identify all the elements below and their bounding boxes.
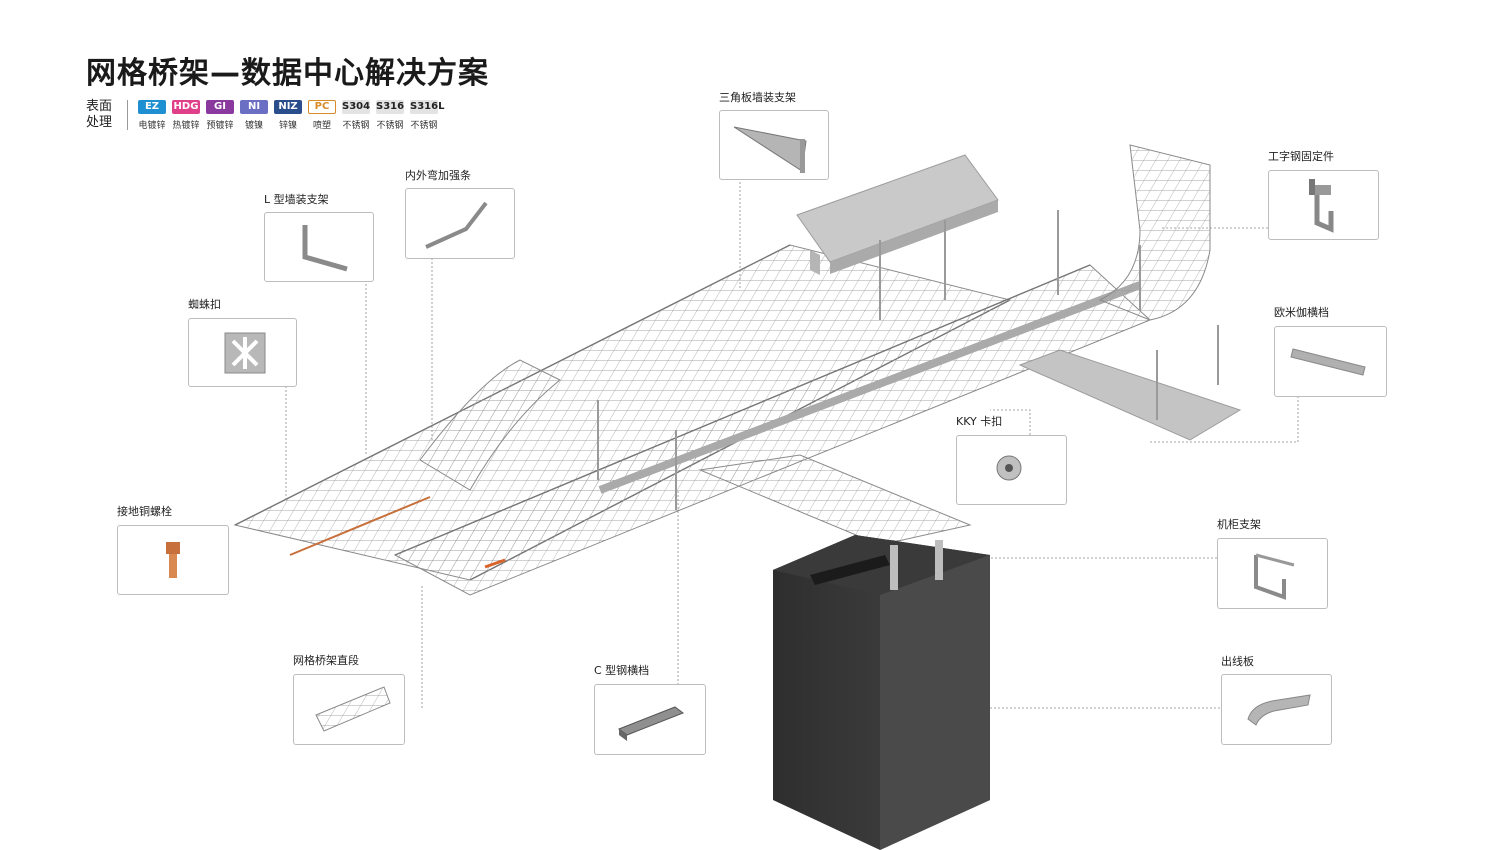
finish-name: 锌镍 (278, 121, 297, 131)
finish-item-s316l: S316L 不锈钢 (407, 100, 445, 131)
finish-item-gi: GI 预镀锌 (203, 100, 237, 131)
callout-label-omega-crossbar: 欧米伽横档 (1274, 306, 1329, 319)
callout-box-c-channel (594, 684, 706, 755)
callout-label-straight-section: 网格桥架直段 (293, 654, 359, 667)
ground-strip (289, 496, 431, 556)
finish-badge: S316 (376, 100, 405, 114)
callout-label-kky-clip: KKY 卡扣 (956, 415, 1003, 428)
surface-treatment-label-line1: 表面 (86, 99, 113, 114)
l-wall-bracket-icon (302, 225, 348, 272)
callout-box-straight-section (293, 674, 405, 745)
dropout-plate-icon (1247, 694, 1311, 726)
finish-badge: S304 (342, 100, 371, 114)
callout-label-triangle-wall-bracket: 三角板墙装支架 (719, 91, 796, 104)
threaded-rods (597, 210, 1219, 510)
finish-name: 镀镍 (244, 121, 263, 131)
finish-badge: S316L (410, 100, 445, 114)
inner-outer-bend-rib-icon (425, 201, 488, 249)
callout-box-omega-crossbar (1274, 326, 1387, 397)
callout-label-inner-outer-bend-rib: 内外弯加强条 (405, 169, 471, 182)
finish-badge: GI (206, 100, 234, 114)
finish-item-ni: NI 镀镍 (237, 100, 271, 131)
finish-name: 喷塑 (312, 121, 331, 131)
callout-box-i-beam-clamp (1268, 170, 1379, 240)
finish-name: 不锈钢 (376, 121, 404, 131)
vertical-bend (1098, 144, 1211, 321)
i-beam (796, 154, 999, 275)
spider-clip-icon (224, 332, 266, 374)
ground-bolt-icon (166, 542, 180, 578)
straight-section-icon (315, 686, 391, 732)
callout-label-spider-clip: 蜘蛛扣 (188, 298, 221, 311)
callout-box-cabinet-bracket (1217, 538, 1328, 609)
callout-box-inner-outer-bend-rib (405, 188, 515, 259)
finish-name: 不锈钢 (342, 121, 370, 131)
callout-label-i-beam-clamp: 工字钢固定件 (1268, 150, 1334, 163)
i-beam-clamp-icon (1309, 179, 1334, 233)
callout-box-triangle-wall-bracket (719, 110, 829, 180)
finish-item-pc: PC 喷塑 (305, 100, 339, 131)
finish-name: 预镀锌 (206, 121, 234, 131)
finish-name: 热镀锌 (172, 121, 200, 131)
finish-badge: HDG (172, 100, 200, 114)
finish-item-s316: S316 不锈钢 (373, 100, 407, 131)
surface-treatment-label-line2: 处理 (86, 115, 113, 130)
finish-badge: EZ (138, 100, 166, 114)
callout-label-l-wall-bracket: L 型墙装支架 (264, 193, 329, 206)
surface-treatment-label: 表面 处理 (86, 99, 120, 131)
finish-name: 电镀锌 (138, 121, 166, 131)
finish-item-hdg: HDG 热镀锌 (169, 100, 203, 131)
callout-label-cabinet-bracket: 机柜支架 (1217, 518, 1261, 531)
finish-badge: NI (240, 100, 268, 114)
solid-tray-plate (1018, 349, 1242, 441)
server-cabinet (773, 535, 990, 850)
page-title: 网格桥架—数据中心解决方案 (86, 56, 489, 91)
finish-name: 不锈钢 (410, 121, 438, 131)
callout-box-kky-clip (956, 435, 1067, 505)
callout-box-spider-clip (188, 318, 297, 387)
surface-treatment-divider (127, 100, 128, 130)
finish-badge: PC (308, 100, 336, 114)
callout-label-c-channel: C 型钢横档 (594, 664, 650, 677)
finish-item-s304: S304 不锈钢 (339, 100, 373, 131)
callout-box-l-wall-bracket (264, 212, 374, 282)
finish-item-ez: EZ 电镀锌 (135, 100, 169, 131)
left-bend (419, 359, 561, 491)
callout-label-dropout-plate: 出线板 (1221, 655, 1254, 668)
callout-label-ground-bolt: 接地铜螺栓 (117, 505, 172, 518)
finish-item-niz: NIZ 锌镍 (271, 100, 305, 131)
triangle-wall-bracket-icon (733, 126, 807, 173)
omega-crossbar-icon (1290, 348, 1366, 376)
ground-bolt-marker (484, 558, 506, 569)
callout-box-ground-bolt (117, 525, 229, 595)
c-channel-icon (617, 706, 685, 741)
kky-clip-icon (996, 455, 1022, 481)
callout-box-dropout-plate (1221, 674, 1332, 745)
finish-badge: NIZ (274, 100, 302, 114)
branch-tray (698, 454, 972, 546)
cabinet-bracket-icon (1254, 553, 1295, 600)
